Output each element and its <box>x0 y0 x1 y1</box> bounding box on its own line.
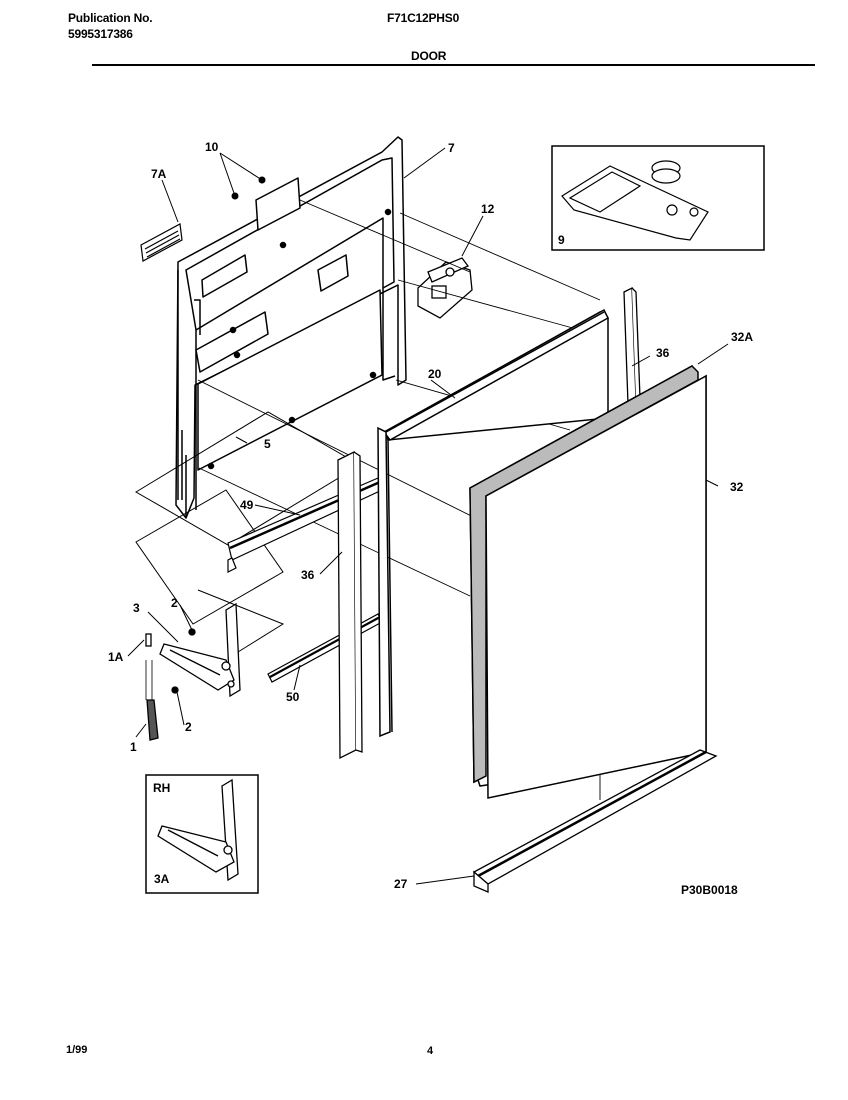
part-label-50: 50 <box>286 690 300 704</box>
publication-number: 5995317386 <box>68 27 133 41</box>
part-label-7a: 7A <box>151 167 167 181</box>
part-label-7: 7 <box>448 141 455 155</box>
footer-date: 1/99 <box>66 1044 88 1056</box>
part-label-20: 20 <box>428 367 442 381</box>
part-label-5: 5 <box>264 437 271 451</box>
part-label-10: 10 <box>205 140 219 154</box>
diagram-code: P30B0018 <box>681 883 738 897</box>
part-label-1: 1 <box>130 740 137 754</box>
vent-grille <box>140 223 183 262</box>
part-label-36-right: 36 <box>656 346 670 360</box>
part-label-32: 32 <box>730 480 744 494</box>
part-label-12: 12 <box>481 202 495 216</box>
part-label-2-bottom: 2 <box>185 720 192 734</box>
part-label-49: 49 <box>240 498 254 512</box>
part-label-27: 27 <box>394 877 408 891</box>
part-label-2-top: 2 <box>171 596 178 610</box>
hinge-strip <box>267 613 383 683</box>
model-number: F71C12PHS0 <box>387 11 460 25</box>
screws <box>231 176 266 200</box>
part-label-32a: 32A <box>731 330 753 344</box>
page-number: 4 <box>427 1045 434 1057</box>
outer-panel <box>469 365 707 799</box>
hinge-assembly <box>145 602 241 741</box>
rh-hinge <box>157 778 239 882</box>
part-label-3a: 3A <box>154 872 170 886</box>
door-panel <box>377 308 609 738</box>
part-label-9: 9 <box>558 233 565 247</box>
header-rule <box>92 64 815 66</box>
bottom-trim <box>472 749 718 893</box>
section-title: DOOR <box>411 49 447 63</box>
inset-rh-label: RH <box>153 781 170 795</box>
part-label-1a: 1A <box>108 650 124 664</box>
part-label-3: 3 <box>133 601 140 615</box>
control-module <box>561 160 709 241</box>
gasket-guide-planes <box>135 411 361 653</box>
publication-label: Publication No. <box>68 11 153 25</box>
side-trim-right <box>623 286 641 406</box>
inner-door-panel <box>175 136 407 519</box>
side-trim-left <box>337 450 363 760</box>
door-latch <box>417 257 473 319</box>
leader-lines <box>127 147 729 885</box>
part-label-36-left: 36 <box>301 568 315 582</box>
